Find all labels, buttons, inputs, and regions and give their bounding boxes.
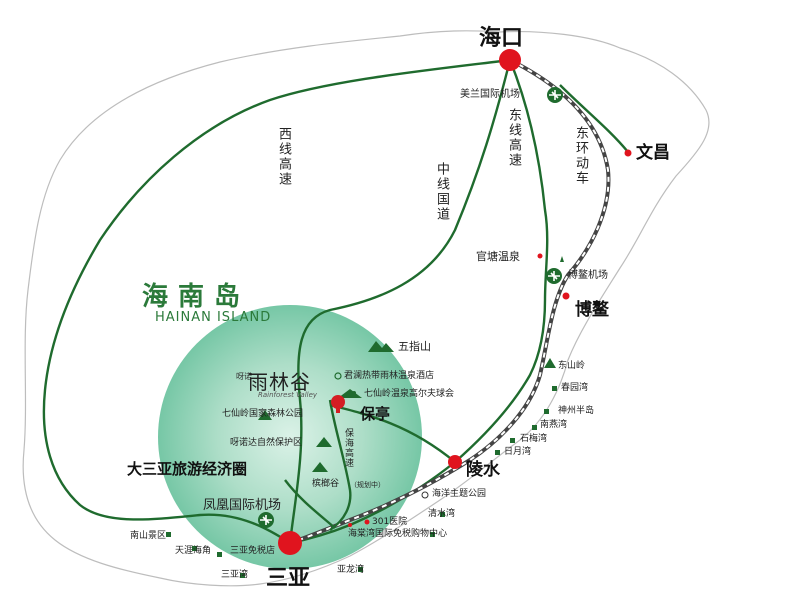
- rainforest-logo-icon: [331, 395, 345, 413]
- label-yalong: 亚龙湾: [337, 565, 365, 575]
- label-qingshui: 清水湾: [428, 509, 456, 519]
- label-sanya-dutyfree: 三亚免税店: [230, 546, 276, 556]
- guantang-dot: [537, 253, 543, 259]
- brand-small: 呀诺: [236, 372, 252, 381]
- label-route-baohai: 保海高速: [343, 428, 353, 468]
- label-tianya: 天涯海角: [175, 546, 212, 556]
- dongshanling-mountain-icon: [544, 358, 556, 368]
- haikou-dot: [499, 49, 521, 71]
- label-route-baohai-note: （规划中）: [350, 481, 385, 489]
- label-route-east-rail: 东环动车: [573, 126, 588, 186]
- label-route-east: 东线高速: [506, 108, 521, 168]
- yanoda-mountain-icon: [316, 437, 332, 447]
- label-qixianling-golf: 七仙岭温泉高尔夫球会: [364, 389, 455, 399]
- golf-mountain-icon: [338, 389, 362, 398]
- label-riyue: 日月湾: [504, 447, 532, 457]
- brand-script: Rainforest Valley: [258, 391, 318, 399]
- label-chunyuan: 春园湾: [561, 383, 589, 393]
- wuzhishan-mountain-icon: [368, 341, 394, 352]
- ocean-park-icon: [421, 491, 429, 499]
- label-route-west: 西线高速: [276, 127, 291, 187]
- route-middle: [288, 59, 512, 544]
- island-name-cn: 海南岛: [142, 282, 251, 312]
- label-meilan-airport: 美兰国际机场: [460, 89, 520, 100]
- label-qixianling-park: 七仙岭国家森林公园: [222, 409, 304, 419]
- label-wuzhishan: 五指山: [398, 340, 431, 353]
- city-wenchang: 文昌: [636, 143, 670, 163]
- label-binlanggu: 槟榔谷: [312, 479, 340, 489]
- wenchang-dot: [624, 149, 632, 157]
- label-junlan: 君澜热带雨林温泉酒店: [344, 371, 435, 381]
- label-nanshan: 南山景区: [130, 531, 167, 541]
- meilan-airport-icon: [547, 87, 563, 103]
- label-boao-airport: 博鳌机场: [568, 270, 608, 281]
- label-guantang: 官塘温泉: [476, 250, 520, 263]
- junlan-hotspring-icon: [334, 372, 342, 380]
- city-baoting: 保亭: [360, 405, 391, 423]
- city-lingshui: 陵水: [466, 460, 500, 480]
- route-wenchang: [559, 84, 629, 153]
- label-dutyfree-haitang: 海棠湾国际免税购物中心: [348, 529, 448, 539]
- sanya-economic-circle: [158, 305, 422, 569]
- city-haikou: 海口: [479, 26, 524, 51]
- route-baohai: [328, 399, 352, 531]
- city-sanya: 三亚: [266, 566, 311, 591]
- hospital-dot: [364, 519, 370, 525]
- boao-dot: [562, 292, 570, 300]
- route-east: [289, 59, 549, 545]
- boao-airport-icon: [546, 268, 562, 284]
- lingshui-dot: [448, 455, 462, 469]
- zone-title: 大三亚旅游经济圈: [127, 460, 248, 478]
- label-yanoda: 呀诺达自然保护区: [230, 438, 303, 448]
- label-ocean-park: 海洋主题公园: [432, 489, 487, 499]
- label-sanya-bay: 三亚湾: [221, 570, 249, 580]
- sanya-dot: [278, 531, 302, 555]
- golf-icon: [352, 391, 356, 395]
- boao-marker: [560, 256, 564, 262]
- coastal-markers: [166, 386, 557, 578]
- qixianling-mountain-icon: [258, 410, 272, 420]
- island-name-en: HAINAN ISLAND: [155, 310, 272, 325]
- haitang-dot: [348, 523, 352, 527]
- label-dongshanling: 东山岭: [558, 361, 586, 371]
- label-fenghuang-airport: 凤凰国际机场: [203, 498, 282, 513]
- label-route-middle: 中线国道: [434, 162, 449, 222]
- label-shimei: 石梅湾: [520, 434, 548, 444]
- route-connector: [284, 479, 336, 529]
- label-shenzhou: 神州半岛: [558, 406, 595, 416]
- route-baoting-lingshui: [329, 403, 456, 463]
- binlanggu-mountain-icon: [312, 462, 328, 472]
- label-nanyan: 南燕湾: [540, 420, 568, 430]
- fenghuang-airport-icon: [258, 512, 274, 528]
- label-hospital: 301医院: [372, 517, 408, 527]
- route-west: [42, 58, 511, 545]
- city-boao: 博鳌: [575, 300, 609, 320]
- brand-big: 雨林谷: [248, 370, 311, 394]
